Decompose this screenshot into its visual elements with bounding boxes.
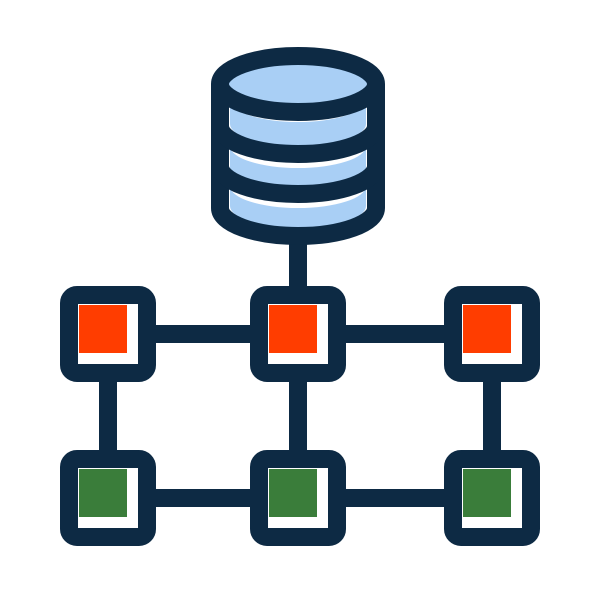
database-outline (211, 84, 385, 245)
database-top (211, 47, 385, 121)
node-fill (79, 469, 127, 517)
node-fill (79, 305, 127, 353)
red-node-icon (444, 286, 540, 382)
node-fill (463, 469, 511, 517)
database-divider (211, 164, 385, 203)
red-node-icon (60, 286, 156, 382)
database-band (230, 146, 366, 192)
node-fill (463, 305, 511, 353)
database-band (230, 186, 366, 228)
database-cylinder-icon (211, 47, 385, 245)
database-divider (211, 124, 385, 163)
green-node-icon (250, 450, 346, 546)
green-node-icon (444, 450, 540, 546)
node-fill (269, 305, 317, 353)
green-node-icon (60, 450, 156, 546)
database-band (230, 100, 366, 146)
node-fill (269, 469, 317, 517)
red-node-icon (250, 286, 346, 382)
network-nodes (60, 286, 540, 546)
